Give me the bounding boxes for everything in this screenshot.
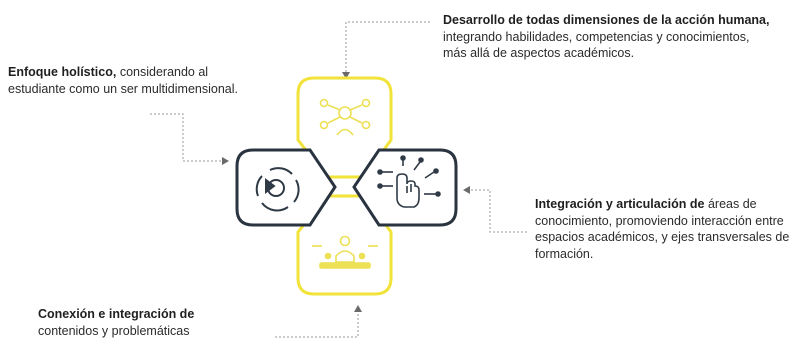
callout-bottom: Conexión e integración de contenidos y p… (38, 306, 258, 339)
presenter-audience-icon (312, 235, 378, 269)
callout-left-bold: Enfoque holístico, (8, 65, 117, 79)
people-network-icon (319, 98, 371, 136)
callout-right-text: áreas de conocimiento, promoviendo inter… (535, 197, 790, 261)
connector-bottom (275, 305, 362, 338)
callout-top: Desarrollo de todas dimensiones de la ac… (443, 12, 773, 62)
petal-right (352, 148, 458, 227)
callout-top-text: integrando habilidades, competencias y c… (443, 29, 750, 61)
callout-left-text: considerando al estudiante como un ser m… (8, 65, 238, 96)
petal-left (235, 148, 337, 227)
circular-cycle-icon (255, 167, 300, 212)
touch-circuit-icon (377, 155, 441, 208)
connector-top (342, 21, 430, 79)
callout-right-bold: Integración y articulación de (535, 197, 705, 211)
callout-bottom-bold: Conexión e integración de (38, 307, 195, 321)
callout-left: Enfoque holístico, considerando al estud… (8, 64, 258, 97)
callout-right: Integración y articulación de áreas de c… (535, 196, 793, 262)
connector-left (150, 113, 229, 165)
callout-bottom-text: contenidos y problemáticas (38, 323, 190, 338)
connector-right (463, 186, 527, 233)
callout-top-bold: Desarrollo de todas dimensiones de la ac… (443, 13, 770, 27)
